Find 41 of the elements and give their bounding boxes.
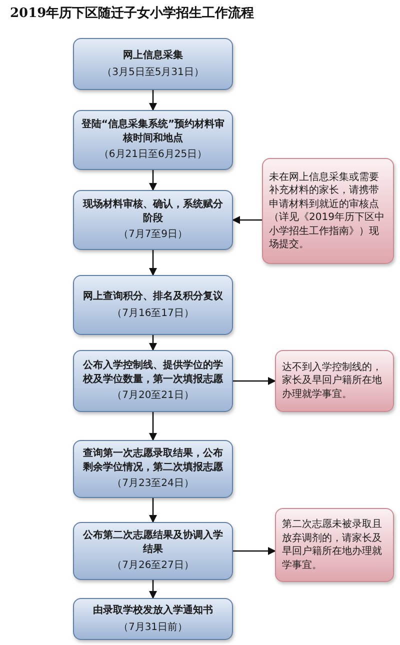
process-box [73,275,233,335]
step-text: 登陆“信息采集系统”预约材料审核时间和地点 [80,118,226,146]
date-text: （7月31日前） [118,620,188,634]
step-text: 第二次志愿未被录取且放弃调剂的，请家长及早回户籍所在地办理就学事宜。 [282,518,383,572]
step-text: 公布入学控制线、提供学位的学校及学位数量，第一次填报志愿 [82,359,224,386]
step-text: 现场材料审核、确认，系统赋分阶段 [82,198,224,226]
process-box [73,598,233,640]
arrow [233,377,276,385]
step-text: 达不到入学控制线的，家长及早回户籍所在地办理就学事宜。 [282,360,383,402]
process-box [73,350,233,412]
process-box [73,38,233,90]
process-box [73,110,233,170]
date-text: （3月5日至5月31日） [102,66,204,79]
arrow [233,547,276,555]
step-text: 由录取学校发放入学通知书 [93,604,213,618]
arrow [149,335,157,351]
process-box [73,522,233,580]
step-text: 公布第二次志愿结果及协调入学结果 [82,529,224,556]
process-box [73,440,233,498]
arrow [149,90,157,111]
date-text: （7月26至27日） [112,559,194,573]
date-text: （7月23至24日） [112,477,194,491]
note-box [275,350,394,412]
date-text: （7月20至21日） [112,389,194,403]
arrow [149,412,157,441]
date-text: （6月21日至6月25日） [98,148,208,162]
arrow [149,250,157,276]
date-text: （7月16至17日） [112,306,194,320]
step-text: 未在网上信息采集或需要补充材料的家长，请携带申请材料到就近的审核点（详见《2019年历下区中小学招生工作指南》）现场提交。 [269,170,386,252]
arrow [149,580,157,599]
step-text: 网上查询积分、排名及积分复议 [83,290,223,304]
date-text: （7月7至9日） [118,228,188,242]
process-box [73,190,233,250]
arrow [149,170,157,191]
step-text: 查询第一次志愿录取结果，公布剩余学位情况，第二次填报志愿 [82,447,224,474]
note-box [262,158,394,264]
note-box [275,508,394,582]
arrow [149,498,157,523]
title: 2019年历下区随迁子女小学招生工作流程 [10,4,254,22]
arrow [232,216,262,224]
step-text: 网上信息采集 [123,49,183,62]
